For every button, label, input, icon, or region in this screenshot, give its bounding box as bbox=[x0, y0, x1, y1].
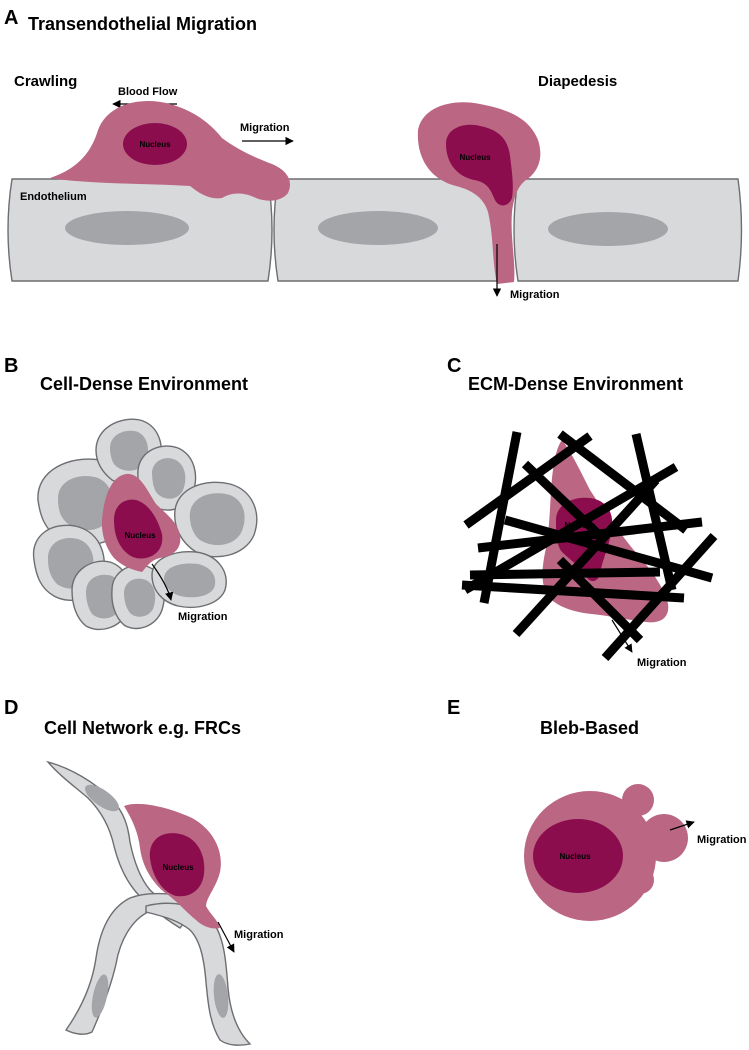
migration-bottom-label: Migration bbox=[510, 289, 560, 301]
panel-c: C ECM-Dense Environment Nucleus Migratio… bbox=[447, 355, 718, 669]
ecm-fiber-7 bbox=[477, 517, 703, 553]
ecm-fiber-10 bbox=[512, 476, 660, 638]
panel-d-letter: D bbox=[4, 697, 18, 719]
frc-nucleus-label: Nucleus bbox=[162, 863, 194, 872]
panel-e-title: Bleb-Based bbox=[540, 718, 639, 738]
bleb-migration-label: Migration bbox=[697, 834, 747, 846]
bleb-nucleus bbox=[533, 819, 623, 893]
dense-cell-nucleus-4 bbox=[189, 493, 245, 546]
bleb-migration-arrow bbox=[669, 820, 695, 831]
panel-b-letter: B bbox=[4, 355, 18, 377]
ecm-dense-nucleus-label: Nucleus bbox=[564, 521, 596, 530]
frc-cell-3 bbox=[145, 902, 252, 1046]
endothelial-nucleus-1 bbox=[65, 211, 189, 245]
ecm-fiber-1 bbox=[463, 432, 593, 529]
diapedesis-nucleus-label: Nucleus bbox=[459, 153, 491, 162]
panel-c-title: ECM-Dense Environment bbox=[468, 374, 683, 394]
dense-cell-nucleus-8 bbox=[164, 563, 216, 598]
panel-a-letter: A bbox=[4, 7, 18, 29]
panel-e: E Bleb-Based Nucleus Migration bbox=[447, 697, 747, 921]
diapedesis-nucleus bbox=[446, 124, 513, 206]
crawling-label: Crawling bbox=[14, 73, 77, 90]
panel-b: B Cell-Dense Environment Nucleus bbox=[4, 355, 258, 631]
crawling-nucleus-label: Nucleus bbox=[139, 140, 171, 149]
frc-nucleus-3 bbox=[213, 974, 229, 1018]
dense-cell-nucleus-2 bbox=[110, 430, 148, 471]
cell-dense-nucleus bbox=[114, 499, 163, 559]
cell-dense-migration-label: Migration bbox=[178, 611, 228, 623]
ecm-fiber-13 bbox=[556, 556, 644, 644]
endothelial-nucleus-3 bbox=[548, 212, 668, 246]
panel-d-title: Cell Network e.g. FRCs bbox=[44, 718, 241, 738]
ecm-dense-migration-label: Migration bbox=[637, 657, 687, 669]
ecm-fiber-3 bbox=[557, 430, 689, 534]
migration-top-label: Migration bbox=[240, 122, 290, 134]
dense-cell-nucleus-1 bbox=[58, 476, 113, 531]
ecm-fiber-5 bbox=[462, 463, 679, 594]
endothelial-nucleus-2 bbox=[318, 211, 438, 245]
dense-cell-nucleus-3 bbox=[152, 458, 186, 499]
frc-migration-label: Migration bbox=[234, 929, 284, 941]
frc-nucleus-1 bbox=[84, 784, 120, 812]
bleb-nucleus-label: Nucleus bbox=[559, 852, 591, 861]
panel-c-letter: C bbox=[447, 355, 461, 377]
panel-e-letter: E bbox=[447, 697, 460, 719]
ecm-fiber-6 bbox=[503, 515, 714, 583]
crawling-nucleus bbox=[123, 123, 187, 165]
panel-a-title: Transendothelial Migration bbox=[28, 14, 257, 34]
ecm-dense-migration-arrow bbox=[611, 619, 633, 653]
cell-dense-migration-arrow bbox=[151, 563, 174, 601]
frc-nucleus bbox=[149, 833, 205, 897]
ecm-fiber-9 bbox=[461, 580, 685, 603]
frc-migration-arrow bbox=[217, 921, 235, 953]
ecm-fiber-11 bbox=[521, 460, 602, 538]
cell-dense-nucleus-label: Nucleus bbox=[124, 531, 156, 540]
panel-a: A Transendothelial Migration Crawling Di… bbox=[4, 7, 743, 301]
blood-flow-label: Blood Flow bbox=[118, 86, 178, 98]
frc-nucleus-2 bbox=[91, 974, 109, 1018]
panel-b-title: Cell-Dense Environment bbox=[40, 374, 248, 394]
diapedesis-label: Diapedesis bbox=[538, 73, 617, 90]
dense-cell-nucleus-7 bbox=[124, 578, 156, 617]
ecm-fiber-mesh bbox=[461, 430, 718, 661]
endothelium-label: Endothelium bbox=[20, 191, 87, 203]
panel-d: D Cell Network e.g. FRCs Nucleus Migrati… bbox=[4, 697, 284, 1046]
